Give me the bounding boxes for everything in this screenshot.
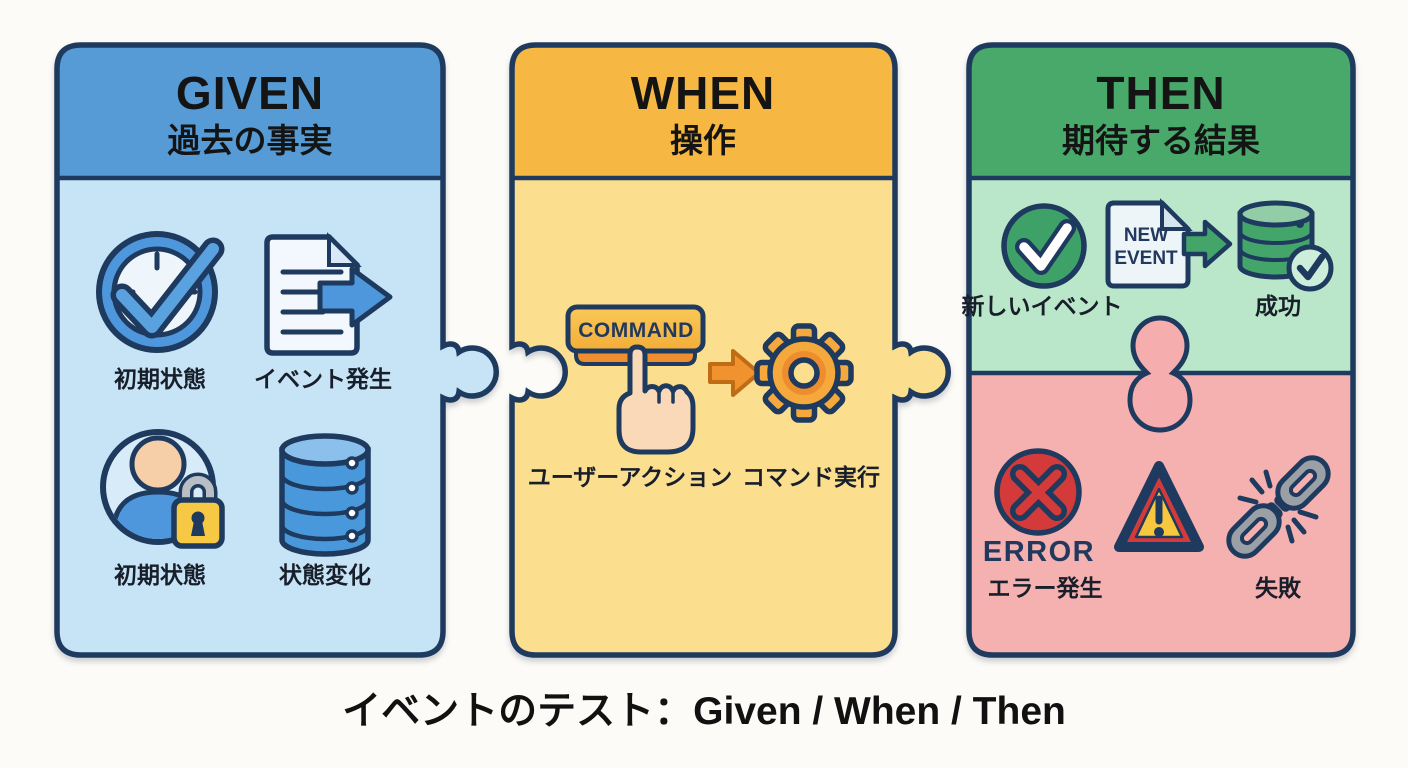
label-command-exec: コマンド実行 bbox=[742, 464, 880, 490]
database-icon bbox=[279, 433, 371, 557]
user-lock-icon bbox=[100, 429, 225, 549]
error-circle-icon bbox=[994, 448, 1082, 536]
given-subtitle: 過去の事実 bbox=[167, 122, 333, 159]
given-header-band bbox=[57, 45, 443, 178]
label-error-occurred: エラー発生 bbox=[987, 575, 1103, 601]
label-initial-state-2: 初期状態 bbox=[114, 562, 206, 588]
pointing-hand-icon bbox=[616, 344, 696, 455]
command-button-label: COMMAND bbox=[578, 319, 694, 342]
check-circle-icon bbox=[1001, 203, 1087, 289]
when-subtitle: 操作 bbox=[670, 122, 736, 159]
when-puzzle-piece bbox=[509, 42, 952, 658]
clock-check-icon bbox=[96, 231, 225, 353]
new-event-doc-text: NEW EVENT bbox=[1114, 224, 1177, 270]
then-title: THEN bbox=[1096, 67, 1226, 119]
given-title: GIVEN bbox=[175, 67, 325, 119]
when-title: WHEN bbox=[630, 67, 776, 119]
label-success: 成功 bbox=[1255, 293, 1301, 319]
database-check-icon bbox=[1237, 200, 1334, 292]
document-arrow-icon bbox=[264, 232, 393, 356]
new-event-document-icon bbox=[1105, 198, 1193, 289]
label-new-event: 新しいイベント bbox=[961, 293, 1123, 319]
label-failure: 失敗 bbox=[1255, 575, 1301, 601]
then-subtitle: 期待する結果 bbox=[1062, 122, 1260, 159]
label-initial-state-1: 初期状態 bbox=[114, 366, 206, 392]
when-header-band bbox=[512, 45, 895, 178]
label-state-change: 状態変化 bbox=[279, 562, 371, 588]
warning-triangle-icon bbox=[1114, 461, 1204, 552]
label-user-action: ユーザーアクション bbox=[527, 464, 733, 490]
flow-arrow-icon bbox=[708, 349, 761, 397]
error-text: ERROR bbox=[982, 536, 1096, 568]
puzzle-connector-knob bbox=[1127, 315, 1193, 433]
new-event-line1: NEW bbox=[1123, 225, 1169, 246]
then-header-band bbox=[969, 45, 1353, 178]
event-arrow-icon bbox=[1181, 219, 1233, 269]
label-event-occurred: イベント発生 bbox=[254, 366, 392, 392]
new-event-line2: EVENT bbox=[1114, 248, 1178, 270]
broken-chain-icon bbox=[1226, 455, 1331, 559]
gear-icon bbox=[754, 323, 854, 423]
diagram-caption: イベントのテスト：Given / When / Then bbox=[342, 690, 1066, 733]
